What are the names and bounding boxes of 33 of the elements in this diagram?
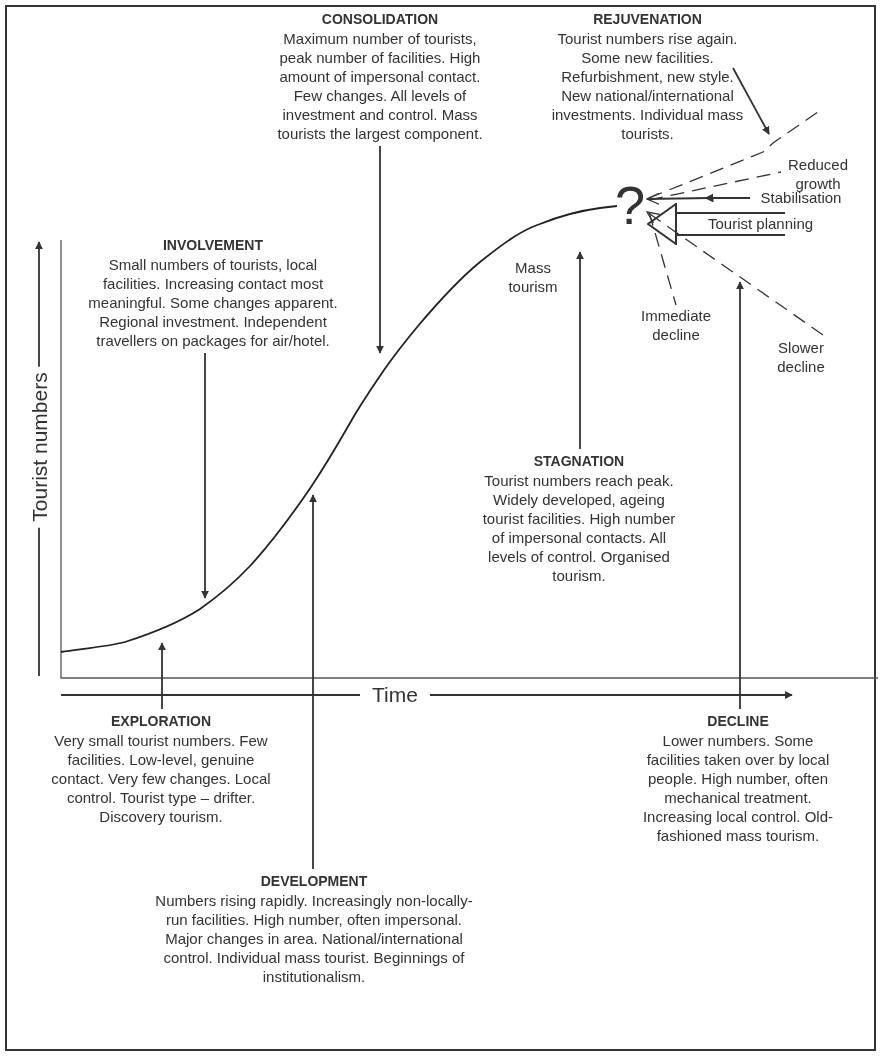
dashed-arrow (646, 211, 824, 336)
question-mark: ? (614, 178, 646, 232)
stage-heading: EXPLORATION (109, 712, 213, 731)
arrow (736, 281, 744, 710)
stage-text: Numbers rising rapidly. Increasingly non-locally-run facilities. High number, often impersonal. Major changes in area. National/international control. Individual mass tourist. Beginnings of institutionalism. (154, 891, 474, 986)
dashed-line (648, 171, 782, 201)
arrow (576, 251, 584, 450)
scenario-label: Reduced growth (782, 155, 854, 193)
stage-heading: INVOLVEMENT (161, 236, 265, 255)
arrow (376, 145, 384, 354)
stage-heading: DEVELOPMENT (259, 872, 369, 891)
arrow (158, 642, 166, 710)
scenario-label: Tourist planning (708, 215, 838, 232)
arrow (309, 494, 317, 870)
stage-text: Maximum number of tourists, peak number of facilities. High amount of impersonal contact. Few changes. All levels of investment and control. Mass tourists the largest component. (276, 29, 484, 143)
axis-title: Tourist numbers (29, 366, 49, 528)
curve-label: Mass tourism (507, 258, 559, 296)
scenario-label: Slower decline (772, 338, 830, 376)
arrow (201, 352, 209, 599)
dashed-line (648, 111, 819, 199)
scenario-label: Immediate decline (640, 306, 712, 344)
stage-heading: STAGNATION (532, 452, 626, 471)
stage-text: Tourist numbers reach peak. Widely developed, ageing tourist facilities. High number of impersonal contacts. All levels of control. Organised tourism. (481, 471, 677, 585)
arrow (646, 192, 751, 205)
stage-text: Very small tourist numbers. Few facilities. Low-level, genuine contact. Very few changes. Local control. Tourist type – drifter. Discovery tourism. (50, 731, 272, 826)
stage-text: Tourist numbers rise again. Some new facilities. Refurbishment, new style. New national/international investments. Individual mass tourists. (550, 29, 745, 143)
stage-text: Lower numbers. Some facilities taken over by local people. High number, often mechanical treatment. Increasing local control. Old-fashioned mass tourism. (642, 731, 834, 845)
hollow-arrow (647, 203, 785, 245)
stage-heading: CONSOLIDATION (320, 10, 440, 29)
stage-heading: REJUVENATION (592, 10, 703, 29)
stage-heading: DECLINE (706, 712, 770, 731)
stage-text: Small numbers of tourists, local facilities. Increasing contact most meaningful. Some changes apparent. Regional investment. Independent travellers on packages for air/hotel. (87, 255, 339, 350)
arrow (732, 67, 770, 135)
